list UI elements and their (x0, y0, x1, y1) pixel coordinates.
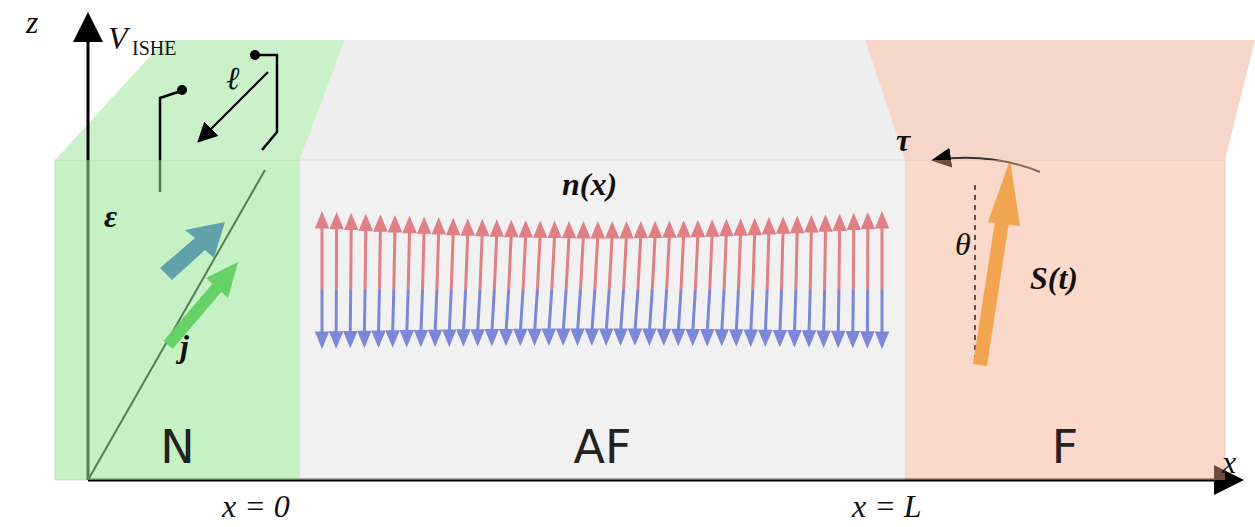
voltage-subscript: ISHE (132, 38, 176, 58)
voltage-lead-right (258, 55, 277, 150)
lead-dot (177, 85, 187, 95)
axis-label: x (1222, 446, 1236, 478)
position-label: x = 0 (222, 490, 290, 522)
angle-label: θ (955, 228, 971, 260)
af-top-face (300, 40, 905, 160)
n-top-face (55, 40, 345, 160)
region-label: N (55, 420, 300, 474)
spin-label: S(t) (1030, 262, 1078, 294)
region-label: AF (300, 420, 905, 474)
voltage-symbol: V (108, 22, 128, 54)
polarization-label: ε (104, 200, 117, 232)
axis-label: z (26, 6, 38, 38)
lead-dot (250, 50, 260, 60)
neel-vector-label: n(x) (562, 168, 617, 200)
ferromagnet-region: F (905, 160, 1225, 480)
box-outline (55, 160, 1225, 480)
normal-metal-region: N (55, 160, 300, 480)
region-label: F (905, 420, 1225, 474)
f-top-face (865, 40, 1255, 160)
length-label: ℓ (226, 62, 239, 94)
current-label: j (180, 330, 189, 362)
torque-label: τ (896, 124, 910, 156)
antiferromagnet-region: AF (300, 160, 905, 480)
position-label: x = L (852, 490, 922, 522)
